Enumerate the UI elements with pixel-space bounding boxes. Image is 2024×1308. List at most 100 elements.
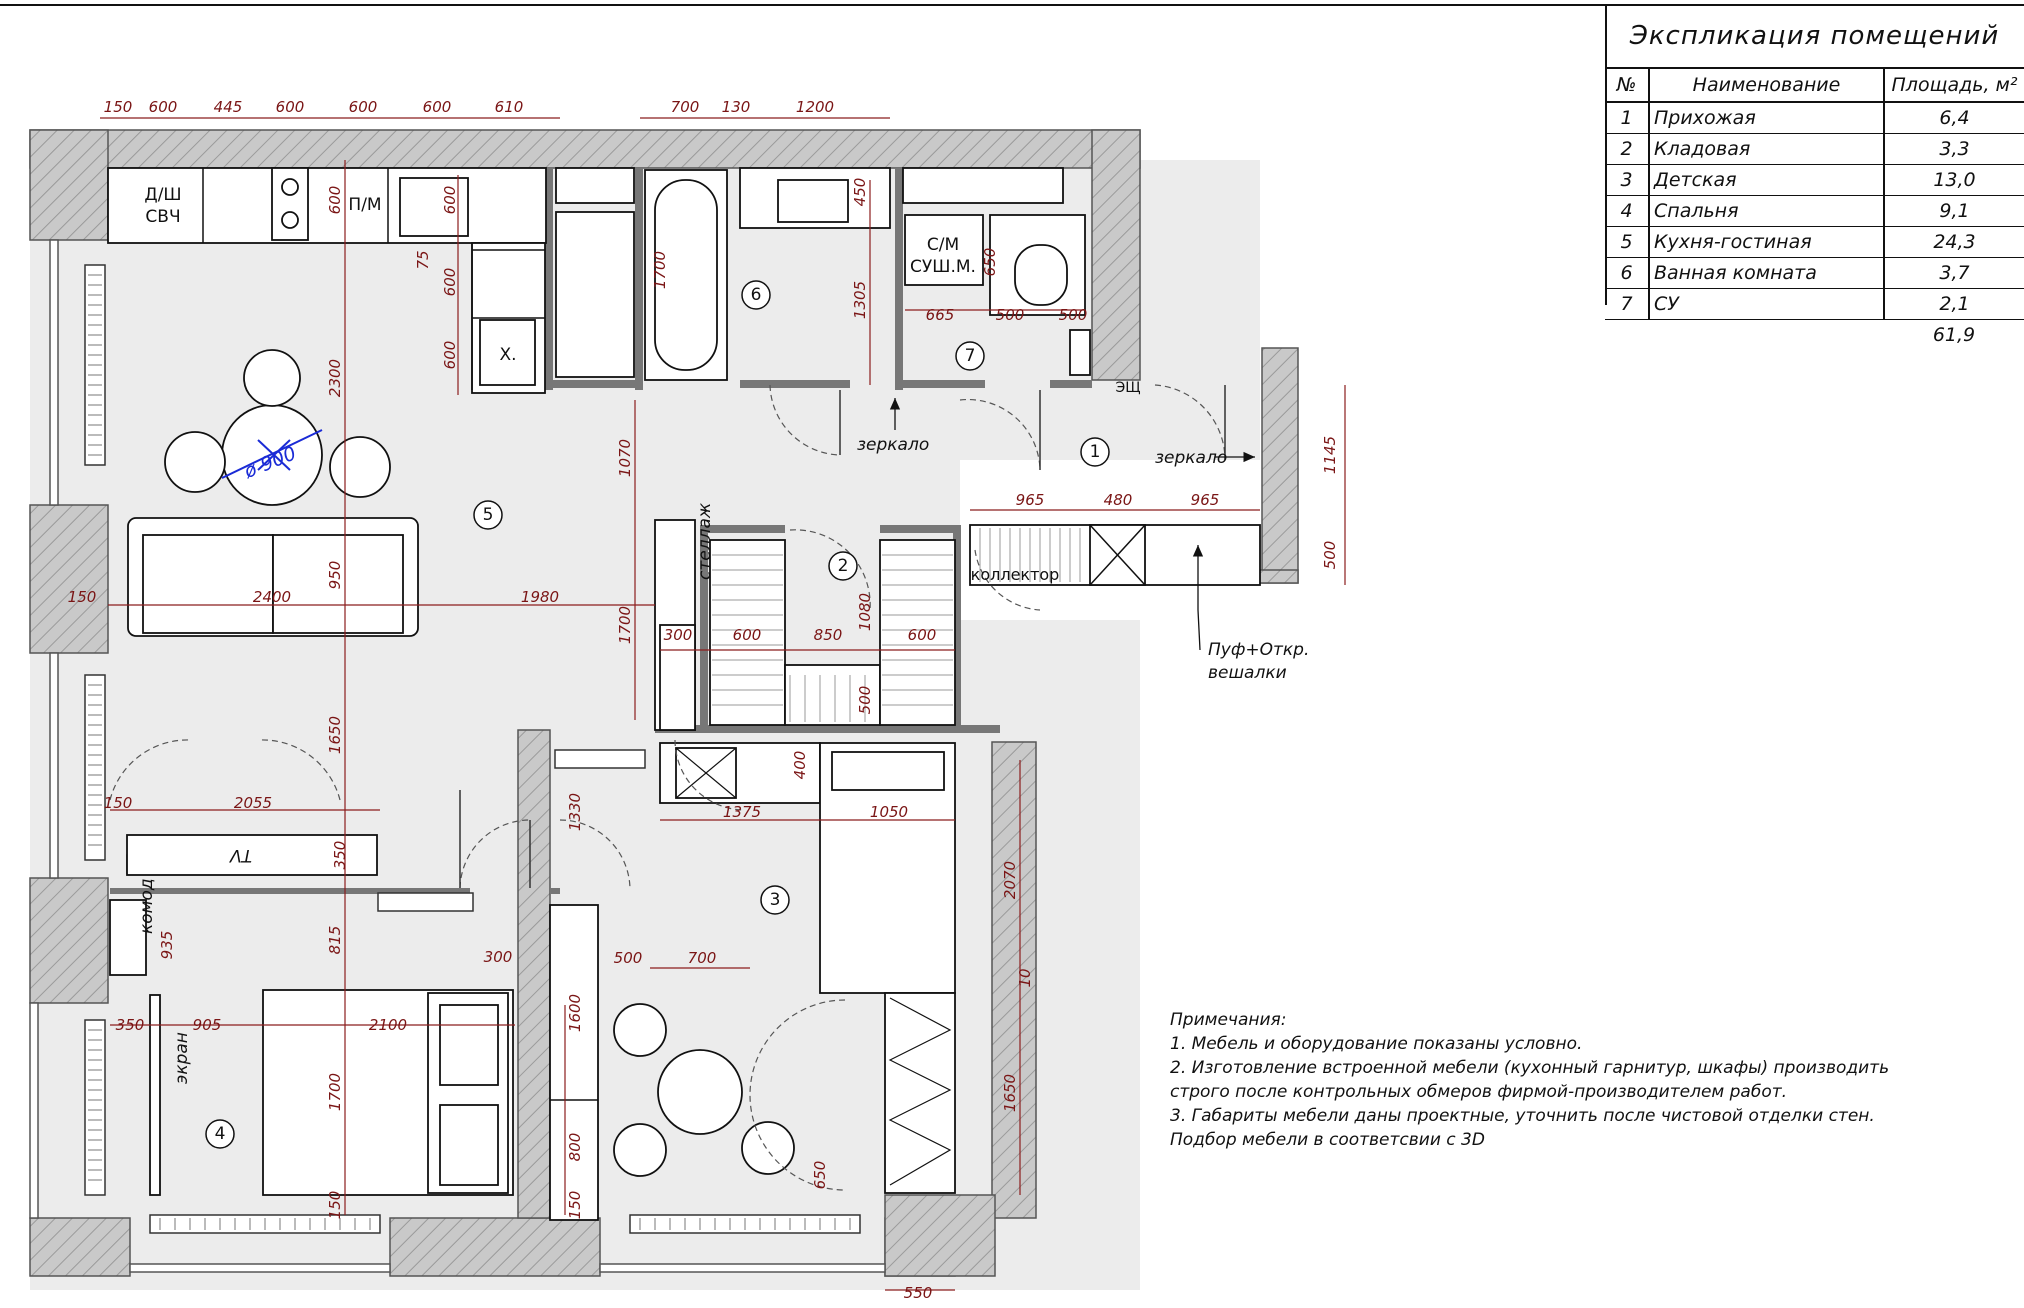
dim-child-3: 500	[614, 949, 643, 967]
dim-living-2: 1980	[521, 588, 559, 606]
note-line: строго после контрольных обмеров фирмой-…	[1170, 1082, 1788, 1102]
dim-storage-1: 600	[733, 626, 762, 644]
dim-lv-2: 1650	[326, 716, 344, 754]
explication-table: Экспликация помещений № Наименование Пло…	[1605, 5, 2024, 346]
label-shelf: стеллаж	[695, 502, 715, 580]
dim-wc-2: 500	[1059, 306, 1088, 324]
dim-cv-4: 1600	[566, 994, 584, 1032]
label-hangers: вешалки	[1208, 663, 1287, 683]
dim-top-3: 600	[276, 98, 305, 116]
dim-kv-1: 600	[441, 186, 459, 215]
dim-sv-1: 500	[856, 686, 874, 715]
dim-kv-5: 2300	[326, 359, 344, 397]
explication-title: Экспликация помещений	[1629, 21, 2000, 51]
label-tv: TV	[229, 845, 252, 865]
row-num: 2	[1605, 133, 1650, 165]
note-line: 1. Мебель и оборудование показаны условн…	[1170, 1034, 1583, 1054]
dim-top-6: 610	[495, 98, 524, 116]
row-area: 2,1	[1884, 288, 2024, 320]
hall-cabinets	[654, 519, 1261, 731]
dim-top-1: 600	[149, 98, 178, 116]
label-washer: С/М	[927, 235, 959, 255]
dim-hall-0: 965	[1016, 491, 1045, 509]
room-marker-1: 1	[1090, 442, 1101, 462]
room-marker-2: 2	[838, 556, 849, 576]
table-row: 3 Детская 13,0	[1605, 164, 2024, 196]
dim-bv2-1: 815	[326, 926, 344, 955]
row-name: Детская	[1649, 164, 1885, 196]
label-dryer: СУШ.М.	[910, 257, 976, 277]
dim-bv2-3: 150	[326, 1191, 344, 1220]
label-pm: П/М	[348, 195, 381, 215]
dim-tv-2: 350	[331, 841, 349, 870]
dim-child-1: 1050	[870, 803, 908, 821]
dim-bath-2: 1200	[796, 98, 834, 116]
row-num: 5	[1605, 226, 1650, 258]
row-num: 1	[1605, 102, 1650, 134]
total-area: 61,9	[1932, 324, 1976, 346]
table-row: 7 СУ 2,1	[1605, 288, 2024, 320]
dim-bath-0: 700	[671, 98, 700, 116]
partitions	[110, 168, 1092, 894]
dim-wc-1: 500	[996, 306, 1025, 324]
table-row: 5 Кухня-гостиная 24,3	[1605, 226, 2024, 258]
dim-bv-1: 1305	[851, 281, 869, 319]
dim-bv-2: 1700	[651, 251, 669, 289]
room-marker-5: 5	[483, 505, 494, 525]
dim-bed-2: 2100	[369, 1016, 407, 1034]
table-row: 2 Кладовая 3,3	[1605, 133, 2024, 165]
bathroom-fixtures	[555, 167, 1091, 381]
dim-storage-2: 850	[814, 626, 843, 644]
label-fridge: Х.	[499, 345, 516, 365]
dim-top-0: 150	[104, 98, 133, 116]
dim-bed-3: 300	[484, 948, 513, 966]
dim-cv-1: 2070	[1001, 861, 1019, 899]
table-row: 1 Прихожая 6,4	[1605, 102, 2024, 134]
row-name: Ванная комната	[1649, 257, 1885, 289]
room-marker-4: 4	[215, 1124, 226, 1144]
dim-cv-2: 10	[1016, 968, 1034, 987]
dim-storage-3: 600	[908, 626, 937, 644]
dim-cv-3: 1650	[1001, 1074, 1019, 1112]
row-num: 6	[1605, 257, 1650, 289]
dim-tv-1: 2055	[234, 794, 272, 812]
dim-wcv: 650	[981, 248, 999, 277]
row-name: Спальня	[1649, 195, 1885, 227]
sofa	[127, 517, 419, 637]
dim-hall-1: 480	[1104, 491, 1133, 509]
dim-lv-3: 1700	[616, 606, 634, 644]
row-area: 24,3	[1884, 226, 2024, 258]
label-screen: экран	[172, 1032, 192, 1084]
row-name: СУ	[1649, 288, 1885, 320]
dim-kv-3: 600	[441, 268, 459, 297]
dim-top-2: 445	[214, 98, 243, 116]
walls	[29, 129, 1299, 1277]
label-mirror-2: зеркало	[1155, 448, 1227, 468]
row-num: 7	[1605, 288, 1650, 320]
note-line: 3. Габариты мебели даны проектные, уточн…	[1170, 1106, 1875, 1126]
dim-child-0: 1375	[723, 803, 761, 821]
notes-title: Примечания:	[1170, 1010, 1287, 1030]
dim-living-1: 2400	[253, 588, 291, 606]
dim-tv-0: 150	[104, 794, 133, 812]
notes-block: Примечания: 1. Мебель и оборудование пок…	[1170, 1008, 1889, 1152]
dim-bv2-2: 1700	[326, 1073, 344, 1111]
dim-wc-0: 665	[926, 306, 955, 324]
header-name: Наименование	[1649, 67, 1885, 103]
dim-top-5: 600	[423, 98, 452, 116]
row-area: 6,4	[1884, 102, 2024, 134]
dim-hv-1: 500	[1321, 541, 1339, 570]
dim-child-4: 700	[688, 949, 717, 967]
dim-kv-2: 75	[414, 250, 432, 269]
table-total-row: 61,9	[1605, 320, 2024, 351]
dim-kv-4: 600	[441, 341, 459, 370]
dim-hv-0: 1145	[1321, 436, 1339, 474]
label-microwave: СВЧ	[145, 207, 180, 227]
room-marker-3: 3	[770, 890, 781, 910]
row-name: Прихожая	[1649, 102, 1885, 134]
dim-sv-0: 1080	[856, 593, 874, 631]
row-area: 3,7	[1884, 257, 2024, 289]
row-name: Кладовая	[1649, 133, 1885, 165]
room-marker-6: 6	[751, 285, 762, 305]
